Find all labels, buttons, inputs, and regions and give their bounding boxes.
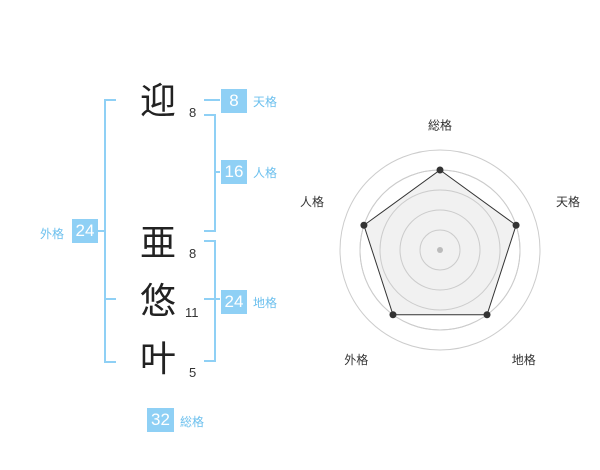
name-char-2: 亜 (140, 223, 177, 264)
radar-point-5 (360, 221, 368, 229)
radar-grid-ring-inner (419, 229, 461, 271)
radar-point-3 (483, 311, 491, 319)
stroke-count-1: 8 (189, 105, 197, 120)
gaikaku-bracket (104, 99, 116, 363)
jinkaku-value: 16 (221, 160, 247, 184)
chikaku-value: 24 (221, 290, 247, 314)
name-char-1: 迎 (140, 81, 177, 122)
radar-axis-label-1: 総格 (428, 118, 452, 133)
stroke-count-4: 5 (189, 365, 197, 380)
jinkaku-bracket (204, 114, 216, 232)
gaikaku-value: 24 (72, 219, 98, 243)
chikaku-connector (204, 298, 220, 300)
tenkaku-value: 8 (221, 89, 247, 113)
radar-axis-label-2: 天格 (556, 194, 580, 209)
radar-grid-ring-inner (379, 189, 501, 311)
gaikaku-bracket-mid (104, 298, 116, 300)
chikaku-bracket (204, 240, 216, 362)
radar-point-4 (389, 311, 397, 319)
gaikaku-connector (98, 230, 105, 232)
radar-axis-label-5: 人格 (300, 194, 324, 209)
radar-axis-label-3: 地格 (512, 352, 536, 367)
name-char-3: 悠 (140, 281, 177, 322)
radar-center-dot (437, 247, 443, 253)
radar-axis-label-4: 外格 (344, 352, 368, 367)
radar-point-1 (436, 166, 444, 174)
jinkaku-label: 人格 (253, 166, 278, 180)
stroke-count-3: 11 (185, 305, 199, 320)
tenkaku-connector (204, 99, 220, 101)
gaikaku-label: 外格 (40, 227, 65, 241)
soukaku-label: 総格 (180, 415, 205, 429)
radar-grid-ring-inner (399, 209, 481, 291)
stroke-count-2: 8 (189, 246, 197, 261)
tenkaku-label: 天格 (253, 95, 278, 109)
soukaku-value: 32 (147, 408, 174, 432)
jinkaku-connector (214, 171, 220, 173)
name-char-4: 叶 (140, 339, 177, 380)
chikaku-label: 地格 (253, 296, 278, 310)
radar-point-2 (512, 221, 520, 229)
radar-series-polygon (363, 169, 517, 316)
